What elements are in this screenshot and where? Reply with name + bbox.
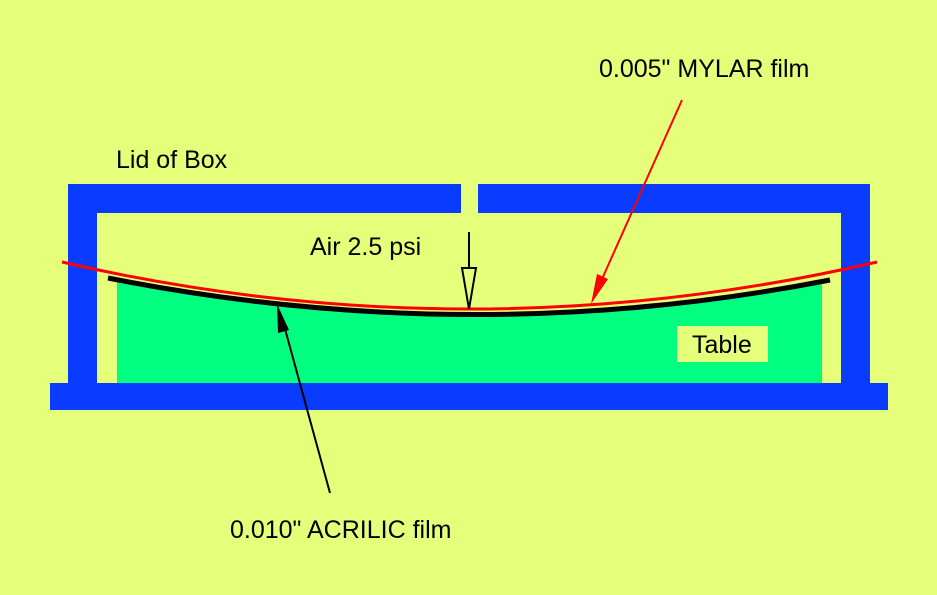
mylar-label: 0.005" MYLAR film [599, 55, 809, 83]
lid-label: Lid of Box [116, 146, 228, 174]
acrylic-leader-arrow [277, 304, 331, 494]
mylar-leader-arrow [591, 99, 683, 304]
box-base [50, 383, 888, 410]
acrylic-label: 0.010" ACRILIC film [230, 516, 451, 544]
lid-right-wall [841, 184, 870, 384]
lid-top-right [478, 184, 870, 213]
air-label: Air 2.5 psi [310, 233, 421, 261]
table-label: Table [692, 331, 752, 359]
acrylic-film [107, 275, 831, 317]
lid-left-wall [68, 184, 97, 384]
lid-top-left [68, 184, 461, 213]
table-label-bg [677, 326, 768, 362]
air-pressure-arrow [460, 232, 478, 310]
box [50, 184, 888, 410]
